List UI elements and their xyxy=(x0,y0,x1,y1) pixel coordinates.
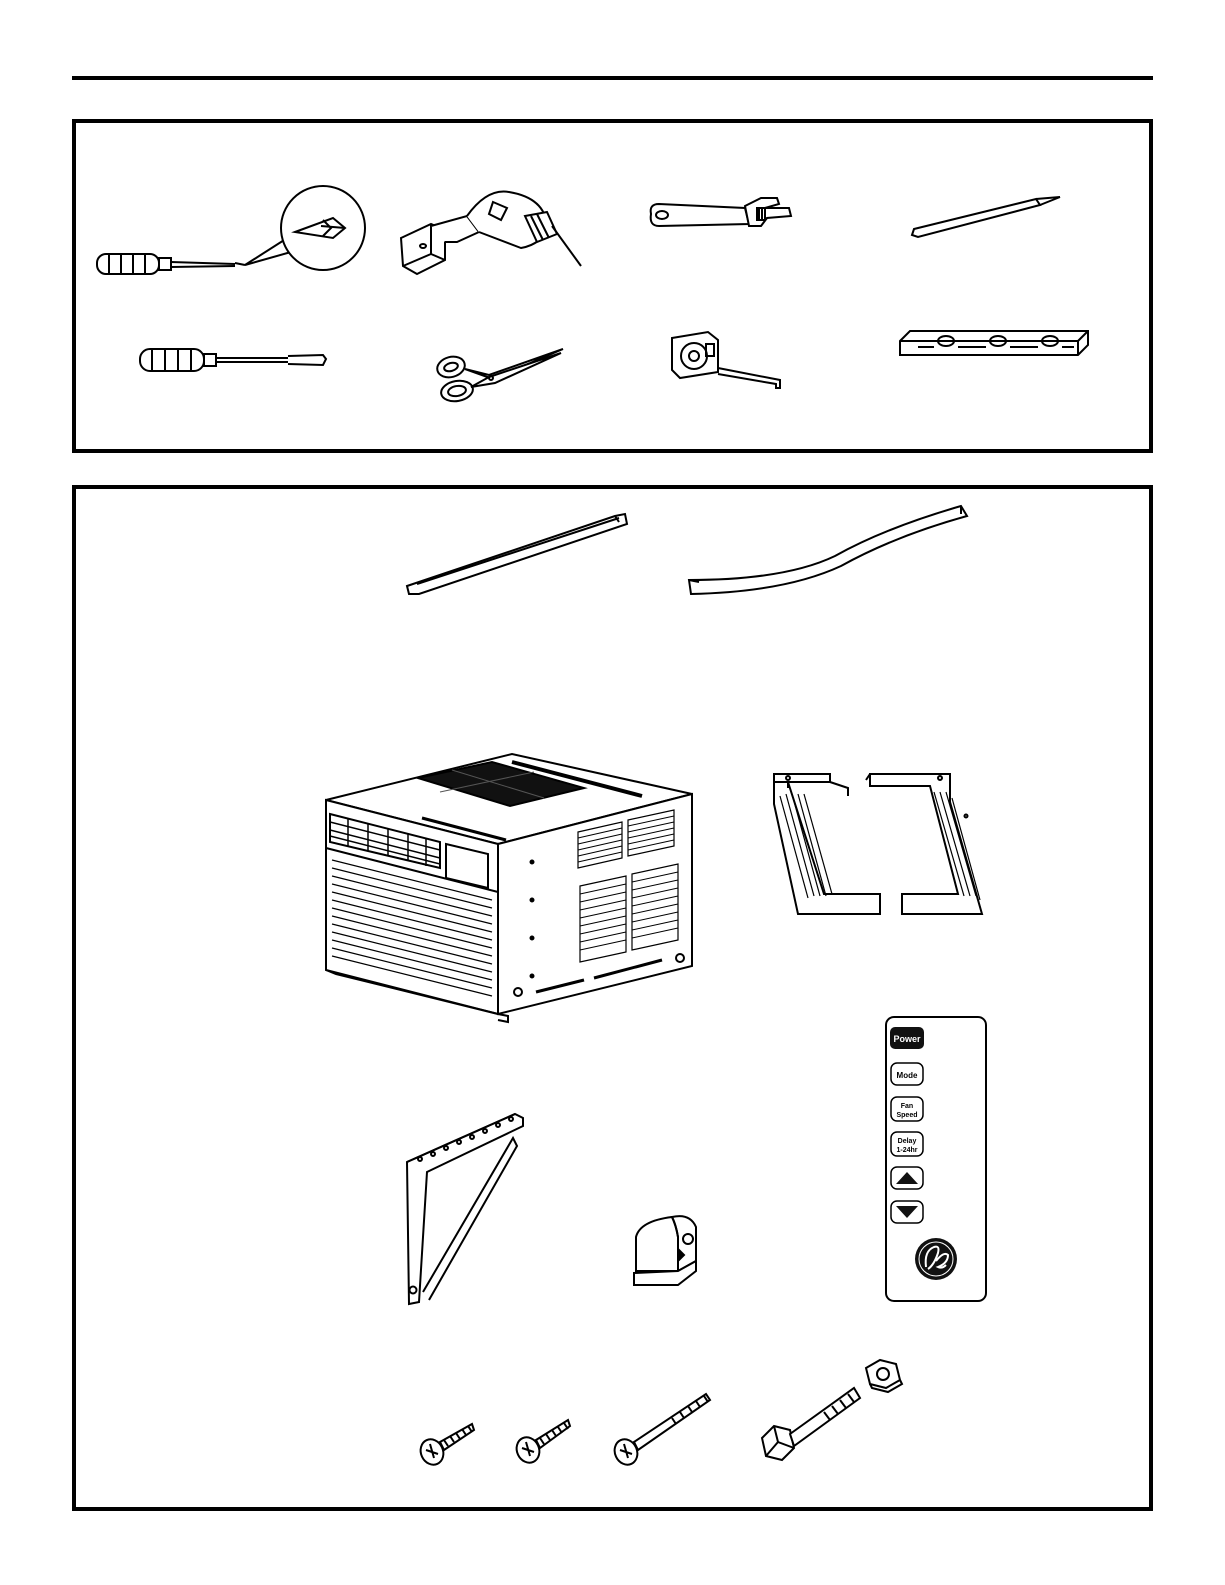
adjustable-wrench-icon xyxy=(645,194,795,232)
header-rule xyxy=(72,76,1153,80)
fan-speed-label-line1: Fan xyxy=(901,1103,913,1110)
top-channel-icon xyxy=(405,510,635,600)
delay-button[interactable]: Delay 1-24hr xyxy=(891,1132,923,1156)
mode-button[interactable]: Mode xyxy=(891,1063,923,1085)
air-conditioner-unit-icon xyxy=(322,752,697,1024)
up-arrow-button[interactable] xyxy=(891,1167,923,1189)
power-button[interactable]: Power xyxy=(890,1027,924,1049)
remote-control-icon: Power Mode Fan Speed Delay 1-24hr xyxy=(884,1015,988,1305)
ge-logo-icon xyxy=(915,1238,957,1280)
phillips-screwdriver-icon xyxy=(95,186,375,281)
scissors-icon xyxy=(433,347,568,405)
delay-label-line1: Delay xyxy=(898,1138,917,1145)
level-icon xyxy=(898,327,1098,360)
power-drill-icon xyxy=(397,186,587,278)
delay-label-line2: 1-24hr xyxy=(896,1147,917,1154)
tape-measure-icon xyxy=(668,330,788,398)
flat-screwdriver-icon xyxy=(138,345,333,375)
side-panels-icon xyxy=(768,768,1000,922)
pencil-icon xyxy=(910,195,1065,240)
support-bracket-icon xyxy=(405,1112,535,1307)
tools-panel xyxy=(72,119,1153,453)
angle-bracket-icon xyxy=(632,1215,712,1295)
fan-speed-label-line2: Speed xyxy=(896,1112,917,1119)
foam-seal-icon xyxy=(685,500,975,600)
fan-speed-button[interactable]: Fan Speed xyxy=(891,1097,923,1121)
down-arrow-button[interactable] xyxy=(891,1201,923,1223)
screws-icon xyxy=(418,1358,923,1478)
mode-button-label: Mode xyxy=(897,1071,918,1080)
power-button-label: Power xyxy=(893,1034,921,1044)
